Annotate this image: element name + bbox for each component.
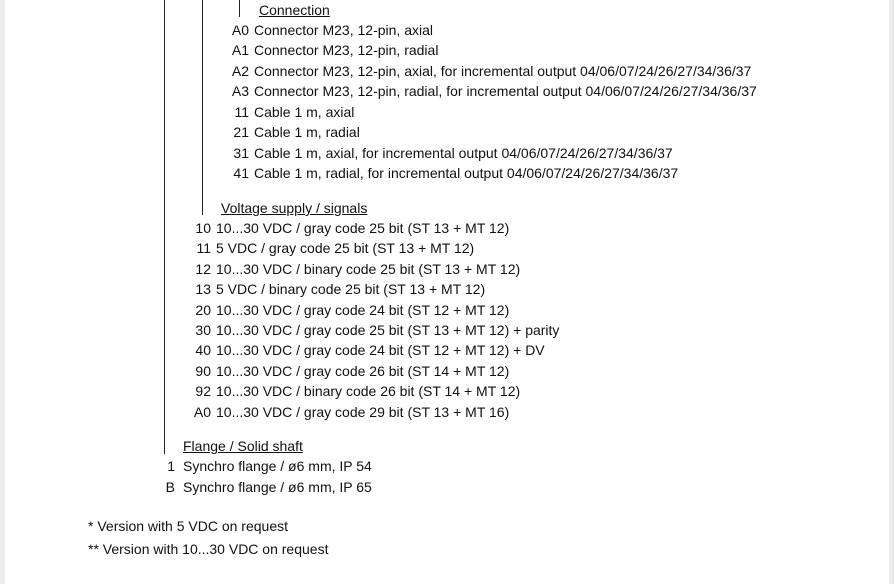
connection-heading: Connection [259, 2, 330, 18]
voltage-desc: 10...30 VDC / gray code 24 bit (ST 12 + … [216, 302, 510, 318]
voltage-desc: 10...30 VDC / gray code 29 bit (ST 13 + … [216, 404, 510, 420]
voltage-code: 92 [195, 383, 211, 399]
voltage-code: 13 [195, 281, 211, 297]
voltage-desc: 10...30 VDC / binary code 25 bit (ST 13 … [216, 261, 521, 277]
voltage-code: 20 [195, 302, 211, 318]
voltage-row: 92 10...30 VDC / binary code 26 bit (ST … [187, 382, 520, 400]
voltage-desc: 10...30 VDC / binary code 26 bit (ST 14 … [216, 383, 521, 399]
voltage-row: 10 10...30 VDC / gray code 25 bit (ST 13… [187, 219, 509, 237]
voltage-desc: 5 VDC / gray code 25 bit (ST 13 + MT 12) [216, 240, 475, 256]
voltage-heading: Voltage supply / signals [221, 200, 368, 216]
voltage-desc: 10...30 VDC / gray code 26 bit (ST 14 + … [216, 363, 510, 379]
connection-desc: Connector M23, 12-pin, radial [254, 42, 439, 58]
connection-code: 41 [233, 165, 249, 181]
connection-code: A3 [231, 83, 249, 99]
voltage-code: 90 [195, 363, 211, 379]
flange-row: 1 Synchro flange / ø6 mm, IP 54 [152, 457, 372, 475]
voltage-code: 30 [195, 322, 211, 338]
voltage-row: A0 10...30 VDC / gray code 29 bit (ST 13… [187, 403, 509, 421]
voltage-row: 12 10...30 VDC / binary code 25 bit (ST … [187, 260, 520, 278]
connection-row: A2 Connector M23, 12-pin, axial, for inc… [227, 62, 751, 80]
connection-code: 21 [233, 124, 249, 140]
connection-code: 31 [233, 145, 249, 161]
connection-desc: Cable 1 m, radial, for incremental outpu… [254, 165, 679, 181]
connection-desc: Cable 1 m, axial [254, 104, 355, 120]
voltage-code: 10 [195, 220, 211, 236]
voltage-code: 12 [195, 261, 211, 277]
voltage-desc: 5 VDC / binary code 25 bit (ST 13 + MT 1… [216, 281, 486, 297]
voltage-code: A0 [193, 404, 211, 420]
connection-row: A3 Connector M23, 12-pin, radial, for in… [227, 82, 757, 100]
voltage-code: 40 [195, 342, 211, 358]
flange-heading: Flange / Solid shaft [183, 438, 303, 454]
flange-code: 1 [167, 458, 175, 474]
connection-desc: Cable 1 m, axial, for incremental output… [254, 145, 673, 161]
connection-row: A0 Connector M23, 12-pin, axial [227, 21, 433, 39]
voltage-code: 11 [196, 240, 211, 256]
connection-desc: Connector M23, 12-pin, axial, for increm… [254, 63, 752, 79]
connection-row: 31 Cable 1 m, axial, for incremental out… [227, 144, 673, 162]
flange-row: B Synchro flange / ø6 mm, IP 65 [152, 478, 372, 496]
footnote-10-30vdc: ** Version with 10...30 VDC on request [88, 541, 329, 557]
voltage-desc: 10...30 VDC / gray code 25 bit (ST 13 + … [216, 220, 510, 236]
voltage-row: 11 5 VDC / gray code 25 bit (ST 13 + MT … [187, 239, 474, 257]
connection-row: 41 Cable 1 m, radial, for incremental ou… [227, 164, 678, 182]
footnote-5vdc: * Version with 5 VDC on request [88, 518, 288, 534]
flange-desc: Synchro flange / ø6 mm, IP 54 [183, 458, 372, 474]
voltage-desc: 10...30 VDC / gray code 25 bit (ST 13 + … [216, 322, 560, 338]
tree-line-connection [239, 0, 240, 17]
connection-row: A1 Connector M23, 12-pin, radial [227, 41, 439, 59]
connection-desc: Connector M23, 12-pin, axial [254, 22, 433, 38]
voltage-row: 13 5 VDC / binary code 25 bit (ST 13 + M… [187, 280, 485, 298]
tree-line-voltage [202, 0, 203, 215]
tree-line-flange [164, 0, 165, 454]
flange-code: B [165, 479, 175, 495]
connection-code: A0 [231, 22, 249, 38]
voltage-row: 40 10...30 VDC / gray code 24 bit (ST 12… [187, 341, 545, 359]
voltage-desc: 10...30 VDC / gray code 24 bit (ST 12 + … [216, 342, 545, 358]
voltage-row: 30 10...30 VDC / gray code 25 bit (ST 13… [187, 321, 559, 339]
connection-desc: Cable 1 m, radial [254, 124, 360, 140]
connection-desc: Connector M23, 12-pin, radial, for incre… [254, 83, 757, 99]
connection-row: 11 Cable 1 m, axial [227, 103, 354, 121]
connection-code: A2 [231, 63, 249, 79]
connection-row: 21 Cable 1 m, radial [227, 123, 360, 141]
connection-code: A1 [231, 42, 249, 58]
datasheet-page: Connection A0 Connector M23, 12-pin, axi… [5, 0, 889, 584]
connection-code: 11 [234, 104, 249, 120]
flange-desc: Synchro flange / ø6 mm, IP 65 [183, 479, 372, 495]
voltage-row: 90 10...30 VDC / gray code 26 bit (ST 14… [187, 362, 509, 380]
voltage-row: 20 10...30 VDC / gray code 24 bit (ST 12… [187, 301, 509, 319]
